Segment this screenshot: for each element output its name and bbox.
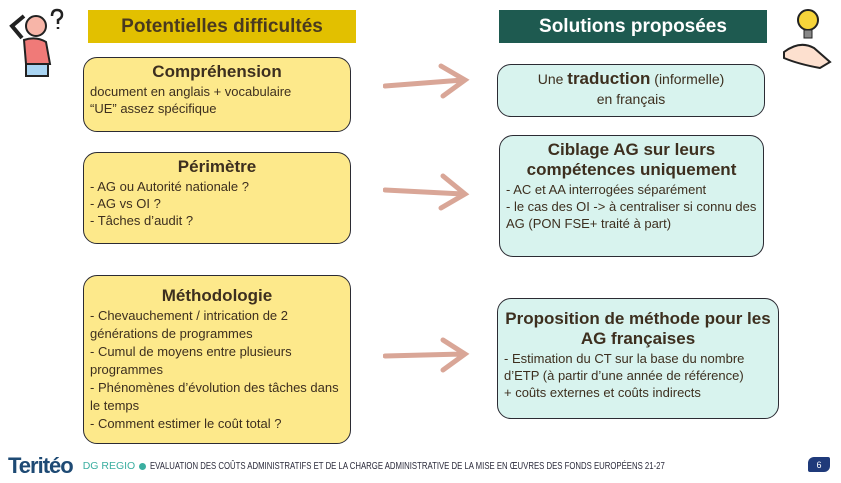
difficulty-line: - Chevauchement / intrication de 2 génér… [90, 308, 288, 341]
solution-line: - AC et AA interrogées séparément [506, 182, 707, 197]
page-number: 6 [808, 457, 830, 472]
solution-text: (informelle) [650, 71, 725, 87]
footer-dot [139, 462, 147, 470]
difficulty-perimetre: Périmètre - AG ou Autorité nationale ? -… [83, 152, 351, 244]
arrow-right-icon [383, 337, 470, 373]
difficulty-line: - Cumul de moyens entre plusieurs progra… [90, 344, 292, 377]
difficulty-title: Compréhension [152, 62, 282, 81]
solution-methode: Proposition de méthode pour les AG franç… [497, 298, 779, 419]
solution-bold: traduction [567, 69, 651, 88]
footer-title: EVALUATION DES COÛTS ADMINISTRATIFS ET D… [150, 460, 666, 472]
difficulty-methodologie: Méthodologie - Chevauchement / intricati… [83, 275, 351, 444]
arrow-right-icon [383, 63, 470, 99]
solutions-header: Solutions proposées [499, 10, 767, 43]
solution-traduction: Une traduction (informelle) en français [497, 64, 765, 117]
difficulty-line: - AG ou Autorité nationale ? [90, 179, 249, 194]
difficulty-comprehension: Compréhension document en anglais + voca… [83, 57, 351, 132]
solution-title: Ciblage AG sur leurs compétences uniquem… [526, 140, 737, 179]
difficulty-line: - Tâches d’audit ? [90, 213, 194, 228]
lightbulb-hand-icon [783, 9, 832, 70]
difficulty-line: - Comment estimer le coût total ? [90, 416, 282, 431]
difficulties-header: Potentielles difficultés [88, 10, 356, 43]
difficulty-title: Méthodologie [161, 286, 273, 305]
difficulty-line: document en anglais + vocabulaire [90, 84, 292, 99]
teriteo-logo: Teritéo [8, 455, 74, 477]
footer: Teritéo DG REGIO EVALUATION DES COÛTS AD… [8, 455, 798, 477]
difficulty-line: “UE” assez spécifique [90, 101, 217, 116]
footer-client: DG REGIO [82, 460, 136, 472]
solution-line: - le cas des OI -> à centraliser si conn… [506, 199, 757, 231]
difficulty-line: - Phénomènes d’évolution des tâches dans… [90, 380, 339, 413]
solution-ciblage: Ciblage AG sur leurs compétences uniquem… [499, 135, 764, 257]
solution-text: en français [596, 91, 666, 107]
solution-title: Proposition de méthode pour les AG franç… [505, 309, 771, 348]
difficulty-line: - AG vs OI ? [90, 196, 161, 211]
solution-line: - Estimation du CT sur la base du nombre… [504, 351, 745, 383]
difficulty-title: Périmètre [177, 157, 257, 176]
confused-person-icon [9, 8, 64, 77]
solution-text: Une [537, 71, 568, 87]
arrow-right-icon [383, 173, 470, 211]
solution-line: + coûts externes et coûts indirects [504, 385, 701, 400]
